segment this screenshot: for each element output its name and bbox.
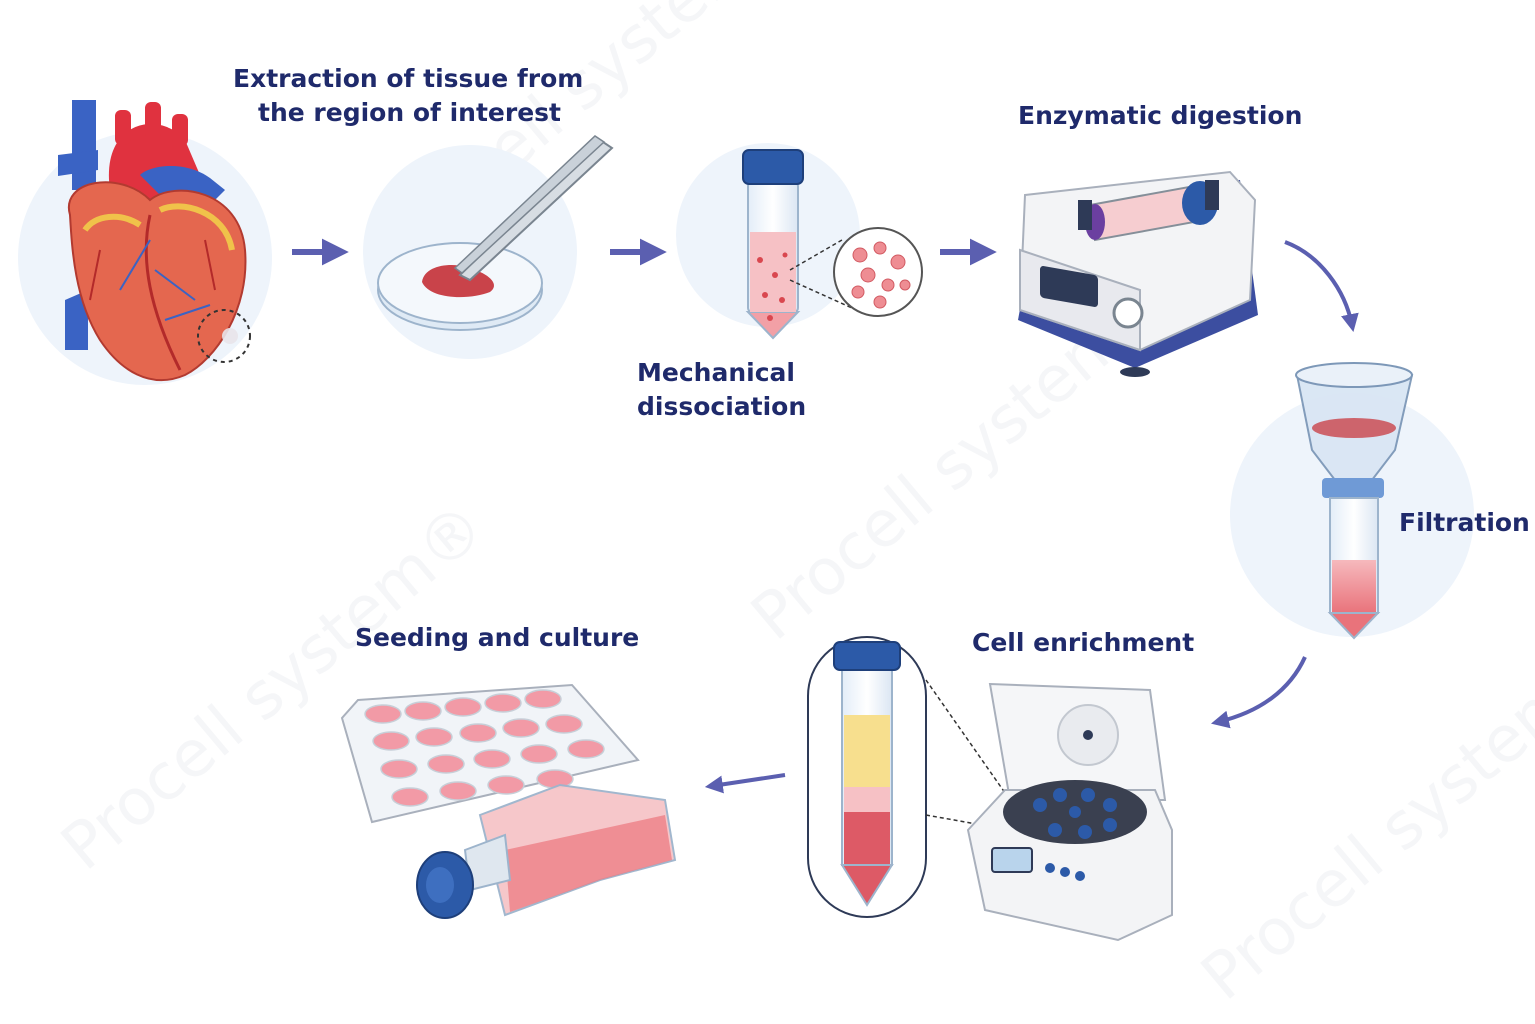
filtration-illustration [1230, 362, 1474, 640]
arrow-left [704, 773, 786, 794]
step-label-mechanical-dissociation: Mechanical dissociation [637, 358, 807, 421]
step-label-cell-enrichment: Cell enrichment [972, 628, 1195, 657]
step-label-extraction: Extraction of tissue from the region of … [233, 64, 584, 127]
mechanical-dissociation-illustration [676, 143, 923, 340]
petri-dish-illustration [363, 135, 614, 359]
culture-plate-illustration [340, 683, 677, 919]
arrow-curve [1210, 656, 1307, 729]
heart-illustration [18, 100, 272, 385]
arrow-curve [1284, 240, 1359, 333]
step-label-enzymatic-digestion: Enzymatic digestion [1018, 101, 1303, 130]
step-label-filtration: Filtration [1399, 508, 1530, 537]
centrifuge-illustration [807, 636, 1173, 942]
shaker-device-illustration [1018, 170, 1258, 377]
step-label-seeding-culture: Seeding and culture [355, 623, 640, 652]
